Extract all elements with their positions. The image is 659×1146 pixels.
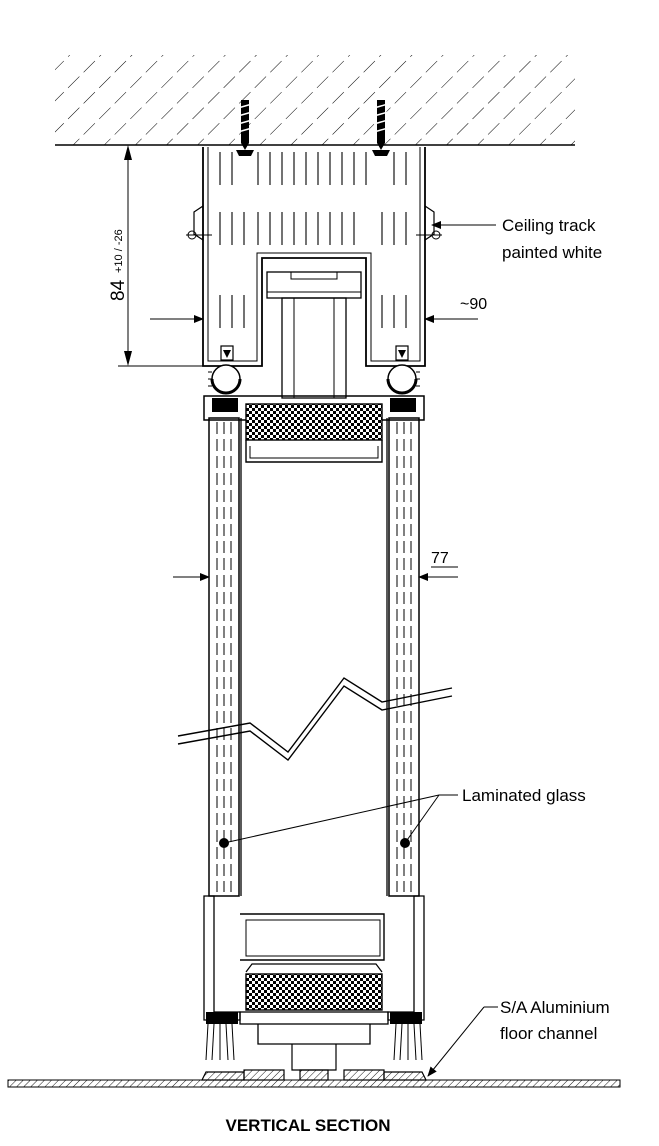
track-width-label: ~90 [460,296,487,313]
callout-ceiling-track: Ceiling track painted white [431,216,602,262]
brush-seal-right [386,364,420,395]
dimension-height: 84 +10 / -26 [108,144,203,367]
height-tolerance-label: +10 / -26 [113,229,125,273]
floor-channel-label-line1: S/A Aluminium [500,998,610,1017]
dimension-panel-width: 77 [173,550,458,581]
glass-pane-left [208,417,242,897]
track-carrier [266,271,362,399]
ceiling-track [186,147,442,367]
laminated-glass-label: Laminated glass [462,786,586,805]
glass-pane-right [386,417,420,897]
screw-left [236,100,254,156]
bottom-rail [203,895,425,1071]
ceiling-slab [55,55,575,146]
height-dimension-label: 84 [108,279,129,301]
break-line [177,677,453,761]
floor-channel-label-line2: floor channel [500,1024,597,1043]
panel-width-label: 77 [431,550,449,567]
callout-laminated-glass: Laminated glass [219,786,586,848]
top-rail [203,395,425,463]
drawing-title: VERTICAL SECTION [226,1116,391,1135]
brush-seal-left [208,364,242,395]
ceiling-track-label-line2: painted white [502,243,602,262]
callout-floor-channel: S/A Aluminium floor channel [427,998,610,1077]
dimension-track-width: ~90 [150,296,487,323]
ceiling-track-label-line1: Ceiling track [502,216,596,235]
screw-right [372,100,390,156]
floor-channel [7,1069,621,1088]
